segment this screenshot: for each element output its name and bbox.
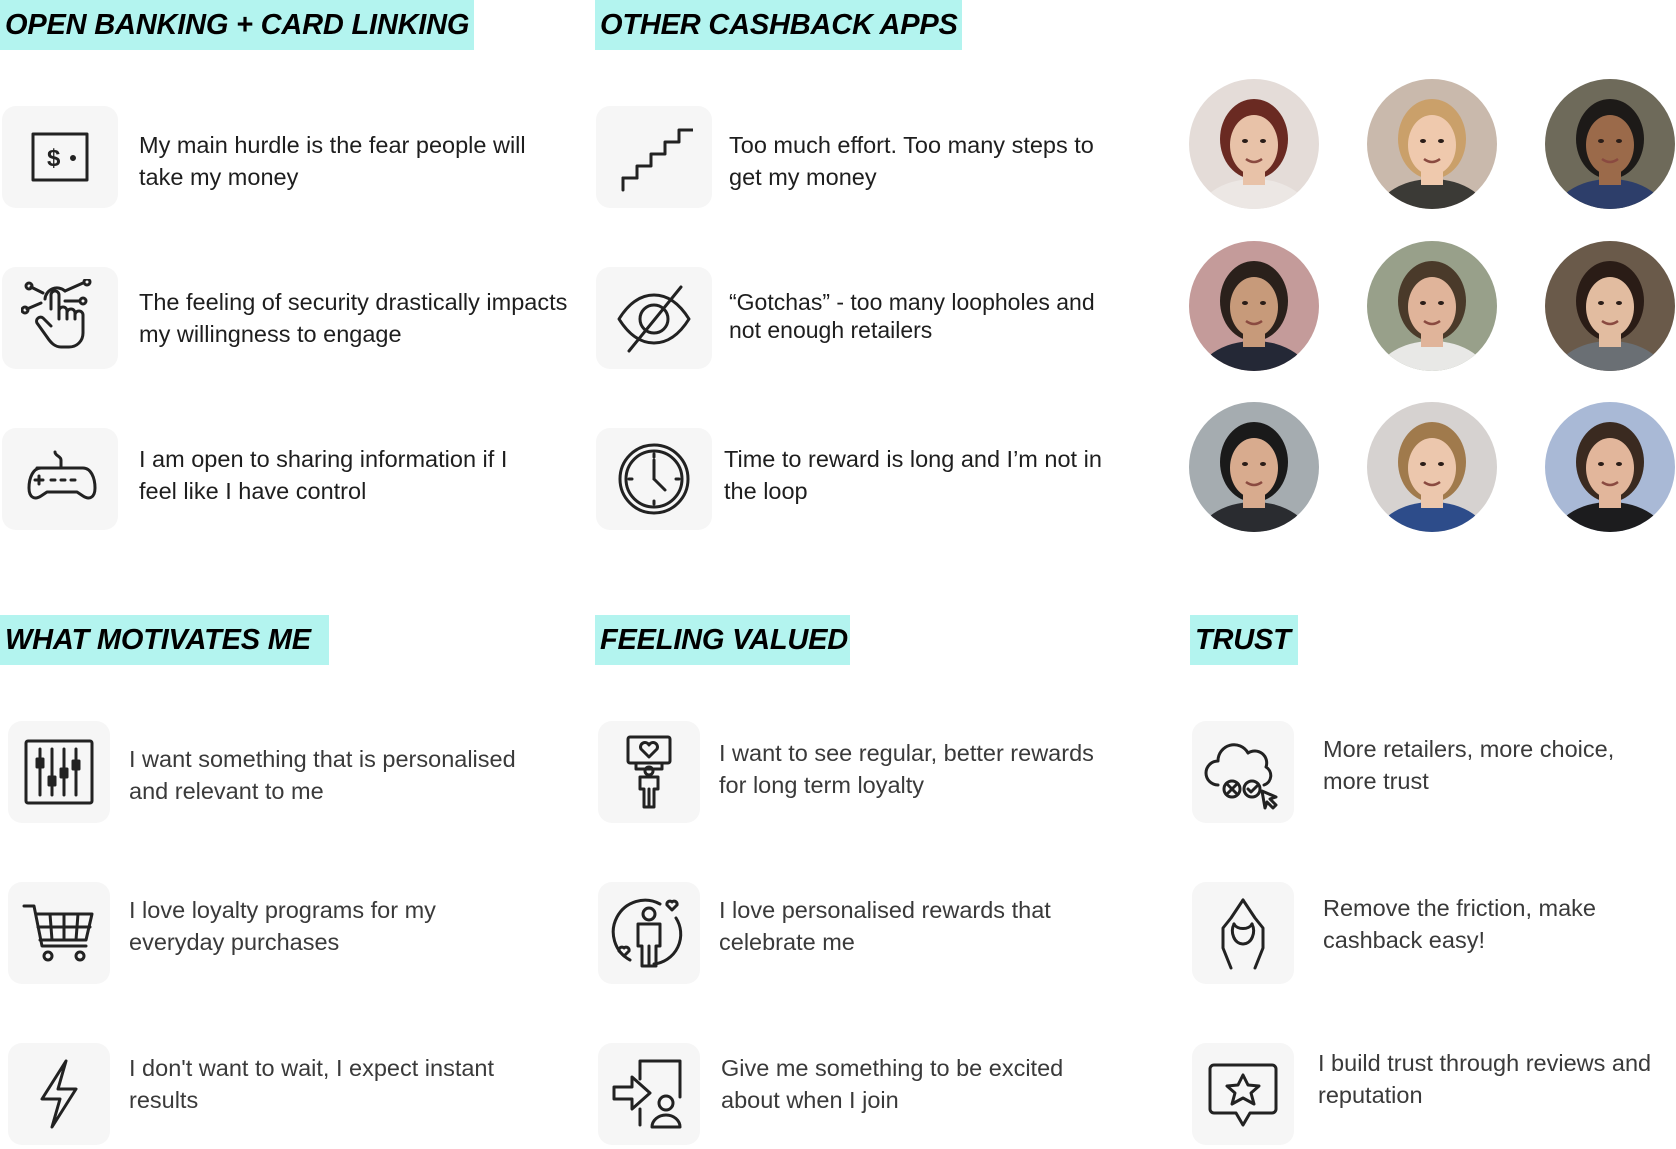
section-title-valued: FEELING VALUED <box>595 615 850 665</box>
touch-hand-icon <box>2 267 118 369</box>
motivates-item-3: I don't want to wait, I expect instant r… <box>129 1055 495 1113</box>
participant-photo <box>1545 402 1675 532</box>
section-title-trust: TRUST <box>1190 615 1298 665</box>
open-banking-item-1: My main hurdle is the fear people will t… <box>139 132 526 190</box>
svg-text:$: $ <box>47 145 61 172</box>
other-cashback-item-3: Time to reward is long and I’m not in th… <box>724 446 1102 504</box>
trust-item-1: More retailers, more choice, more trust <box>1323 736 1615 794</box>
person-hearts-icon <box>598 882 700 984</box>
motivates-item-2: I love loyalty programs for my everyday … <box>129 897 436 955</box>
clock-icon <box>596 428 712 530</box>
stairs-icon <box>596 106 712 208</box>
eye-slash-icon <box>596 267 712 369</box>
shopping-cart-icon <box>8 882 110 984</box>
dollar-bill-icon: $ <box>2 106 118 208</box>
participant-photo <box>1545 79 1675 209</box>
star-chat-icon <box>1192 1043 1294 1145</box>
person-heart-sign-icon <box>598 721 700 823</box>
other-cashback-item-2: “Gotchas” - too many loopholes and not e… <box>729 289 1095 343</box>
participant-photo <box>1367 241 1497 371</box>
other-cashback-item-1: Too much effort. Too many steps to get m… <box>729 132 1094 190</box>
participant-photo <box>1189 402 1319 532</box>
section-title-open-banking: OPEN BANKING + CARD LINKING <box>0 0 474 50</box>
gamepad-icon <box>2 428 118 530</box>
valued-item-1: I want to see regular, better rewards fo… <box>719 740 1094 798</box>
trust-item-2: Remove the friction, make cashback easy! <box>1323 895 1596 953</box>
participant-photo <box>1545 241 1675 371</box>
cloud-choice-icon <box>1192 721 1294 823</box>
join-arrow-icon <box>598 1043 700 1145</box>
participant-photo <box>1189 79 1319 209</box>
valued-item-2: I love personalised rewards that celebra… <box>719 897 1051 955</box>
sliders-icon <box>8 721 110 823</box>
trust-item-3: I build trust through reviews and reputa… <box>1318 1050 1652 1108</box>
lightning-icon <box>8 1043 110 1145</box>
hands-together-icon <box>1192 882 1294 984</box>
valued-item-3: Give me something to be excited about wh… <box>721 1055 1064 1113</box>
motivates-item-1: I want something that is personalised an… <box>129 746 516 804</box>
participant-photo <box>1189 241 1319 371</box>
open-banking-item-2: The feeling of security drastically impa… <box>139 289 568 347</box>
participant-photo <box>1367 402 1497 532</box>
participant-photo <box>1367 79 1497 209</box>
section-title-motivates: WHAT MOTIVATES ME <box>0 615 329 665</box>
open-banking-item-3: I am open to sharing information if I fe… <box>139 446 508 504</box>
section-title-other-cashback: OTHER CASHBACK APPS <box>595 0 962 50</box>
